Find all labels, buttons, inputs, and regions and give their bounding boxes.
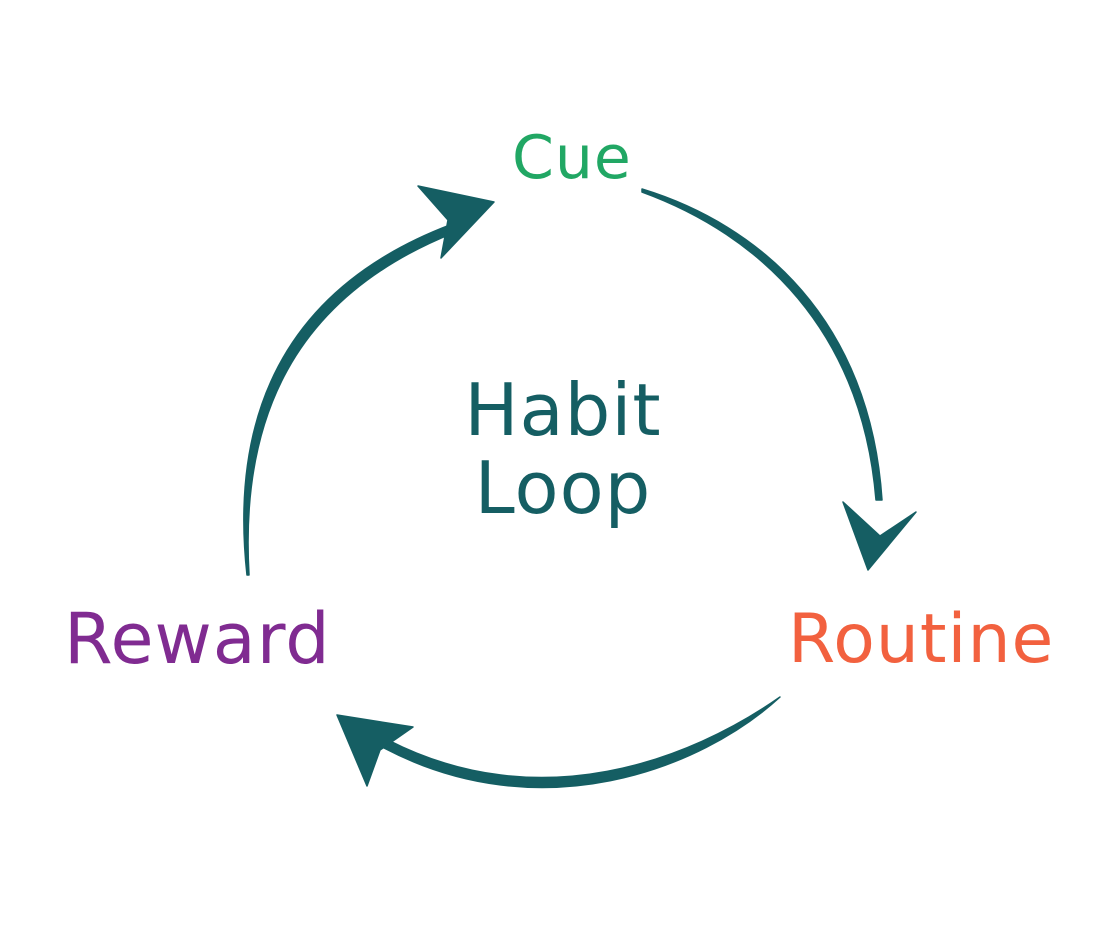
center-title: Habit Loop [438,368,688,530]
arrowhead-cue [417,185,495,259]
arrowhead-reward [336,714,414,787]
center-title-line-1: Habit [464,368,662,452]
arrowhead-routine [842,501,917,571]
center-title-line-2: Loop [474,445,652,530]
node-reward-label: Reward [64,598,331,680]
node-cue-label: Cue [512,123,632,193]
arc-reward-to-cue [243,224,454,576]
node-routine-label: Routine [788,600,1055,679]
arc-routine-to-reward [383,696,781,789]
arc-cue-to-routine [641,188,883,501]
